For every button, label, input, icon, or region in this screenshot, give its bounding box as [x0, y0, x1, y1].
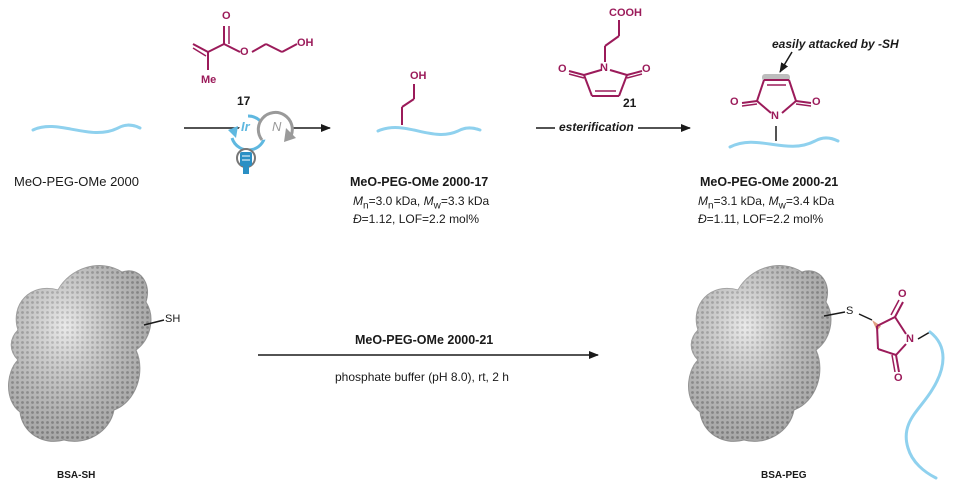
reagent-17-methyl: Me: [201, 74, 217, 86]
product-21-mass: Mn=3.1 kDa, Mw=3.4 kDa: [698, 194, 835, 212]
reaction-3-reagent: MeO-PEG-OMe 2000-21: [355, 333, 494, 347]
reaction-3-conditions: phosphate buffer (pH 8.0), rt, 2 h: [335, 370, 509, 384]
reagent-21-cooh: COOH: [609, 7, 642, 19]
reagent-21-number: 21: [623, 96, 637, 110]
product-21-n: N: [771, 110, 779, 122]
start-material-label: MeO-PEG-OMe 2000: [14, 174, 139, 189]
stereo-wedge: [872, 320, 881, 331]
reagent-17-ester-oxygen: O: [240, 46, 249, 58]
reagent-17-number: 17: [237, 94, 251, 108]
product-21-name: MeO-PEG-OMe 2000-21: [700, 175, 839, 189]
bsa-thiol-label: SH: [165, 313, 181, 325]
ir-catalyst-label: Ir: [241, 119, 250, 134]
reagent-17-carbonyl-oxygen: O: [222, 10, 231, 22]
n-catalyst-icon: [256, 110, 296, 142]
bsa-protein-surface: [8, 265, 152, 442]
annotation-arrow: [779, 51, 793, 73]
bsa-peg-label: BSA-PEG: [761, 470, 807, 481]
n-peg-bond: [917, 331, 931, 340]
conjugate-sulfur: S: [846, 305, 854, 317]
reagent-21-o-left: O: [558, 63, 567, 75]
conjugate-o-bottom: O: [894, 372, 903, 384]
product-21-o-right: O: [812, 96, 821, 108]
product-17-mass: Mn=3.0 kDa, Mw=3.3 kDa: [353, 194, 490, 212]
bsa-sh-label: BSA-SH: [57, 470, 96, 481]
maleimide-structure: [741, 79, 812, 114]
lamp-icon: [236, 148, 256, 174]
reagent-17-oh: OH: [297, 37, 314, 49]
bsa-peg-protein-surface: [688, 265, 832, 442]
reagent-21-n: N: [600, 62, 608, 74]
product-17-oh: OH: [410, 70, 427, 82]
peg-chain-start: [31, 123, 142, 134]
reagent-17-structure: [192, 26, 298, 70]
product-21-o-left: O: [730, 96, 739, 108]
product-17-name: MeO-PEG-OMe 2000-17: [350, 175, 489, 189]
reagent-21-o-right: O: [642, 63, 651, 75]
thioether-bond-protein: [823, 311, 846, 317]
conjugate-n: N: [906, 333, 914, 345]
thiol-bond: [143, 319, 165, 326]
product-17-dispersity: Đ=1.12, LOF=2.2 mol%: [353, 212, 480, 226]
n-catalyst-label: N: [272, 119, 282, 134]
reactivity-annotation: easily attacked by -SH: [772, 37, 899, 51]
succinimide-structure: [876, 299, 907, 373]
thioether-bond: [858, 313, 873, 321]
product-21-dispersity: Đ=1.11, LOF=2.2 mol%: [698, 212, 824, 226]
peg-chain-17: [376, 126, 482, 136]
peg-chain-21: [728, 136, 840, 149]
peg-chain-conjugate: [904, 330, 945, 480]
esterification-label: esterification: [555, 120, 638, 134]
conjugate-o-top: O: [898, 288, 907, 300]
ir-catalyst-icon: [228, 114, 267, 152]
hydroxyethyl-side-chain: [401, 84, 415, 125]
reagent-21-structure: [568, 20, 643, 97]
